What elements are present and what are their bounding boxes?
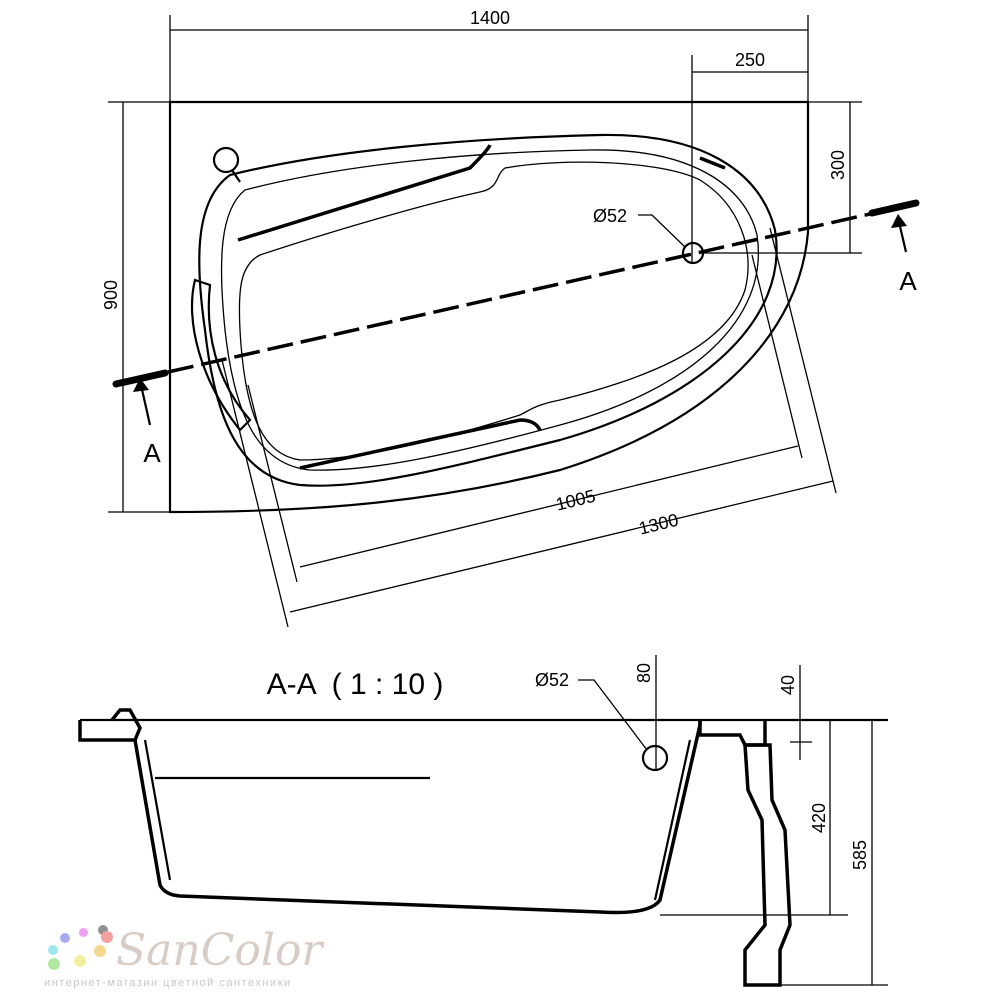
drain-diameter-section: Ø52 — [535, 670, 569, 690]
section-view: A-A ( 1 : 10 ) Ø52 80 40 420 585 — [78, 655, 888, 987]
section-mark-right: A — [899, 266, 917, 296]
drain-diameter-top: Ø52 — [593, 206, 627, 226]
watermark-tagline: интернет-магазин цветной сантехники — [44, 977, 292, 989]
section-mark-left: A — [143, 438, 161, 468]
dim-inner-length: 1005 — [554, 486, 598, 515]
dim-drain-offset-x: 250 — [735, 50, 765, 70]
dim-drain-height: 80 — [634, 663, 654, 683]
dim-rim: 40 — [778, 675, 798, 695]
top-view: 1400 250 300 900 A A Ø52 1005 1300 — [101, 8, 920, 628]
support-leg — [743, 743, 792, 987]
section-arrow-left — [139, 384, 152, 426]
section-arrow-right — [897, 221, 908, 253]
dim-inner-depth: 420 — [809, 803, 829, 833]
overflow-slot — [699, 156, 726, 170]
dim-total-height: 585 — [850, 840, 870, 870]
tub-section — [133, 720, 702, 915]
right-rim — [698, 720, 767, 747]
section-line — [167, 212, 871, 374]
watermark-brand: SanColor — [116, 925, 323, 976]
armrest-top — [237, 144, 492, 242]
left-rim — [78, 708, 142, 742]
dim-drain-offset-y: 300 — [828, 150, 848, 180]
rim-outer — [198, 133, 778, 487]
section-title: A-A ( 1 : 10 ) — [267, 668, 444, 701]
tub-inner-wall — [143, 739, 692, 901]
armrest-bottom — [299, 418, 542, 470]
tub-outline — [168, 100, 810, 514]
basin-outline — [238, 161, 749, 461]
headrest — [190, 278, 252, 432]
faucet-stem — [231, 169, 241, 183]
faucet-handle — [212, 146, 240, 174]
dim-outer-length: 1300 — [637, 510, 681, 539]
rim-inner — [220, 149, 759, 471]
drain-circle-section — [641, 744, 669, 772]
dim-depth: 900 — [101, 280, 121, 310]
dim-width: 1400 — [470, 8, 510, 28]
